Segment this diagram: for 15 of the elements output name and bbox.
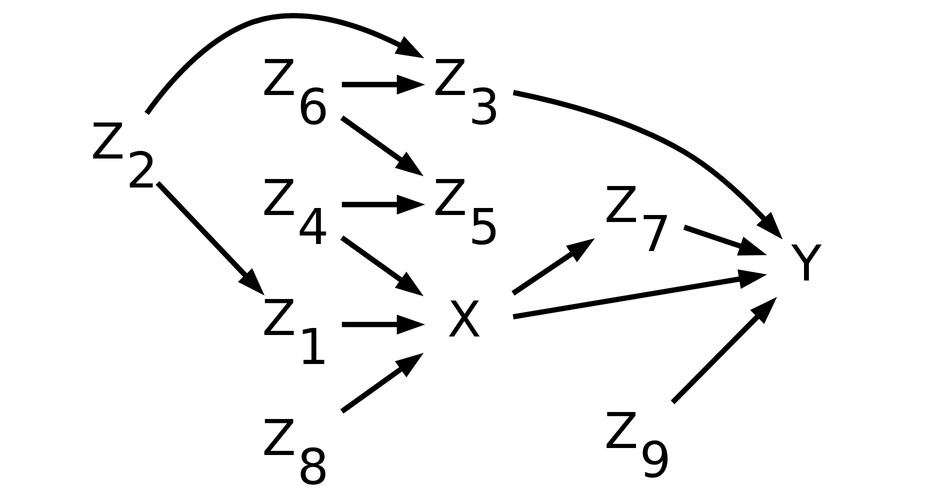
arrow	[512, 90, 782, 240]
arrow	[670, 296, 777, 404]
arrow	[340, 236, 424, 296]
node-text: X	[446, 290, 481, 349]
arrow	[511, 238, 594, 296]
arrow	[341, 194, 425, 214]
arrow	[155, 181, 264, 296]
arrow	[144, 13, 424, 115]
arrow	[341, 314, 425, 334]
arrow	[512, 269, 767, 320]
arrow	[341, 74, 425, 94]
arrow	[682, 224, 767, 256]
arrow	[340, 352, 424, 414]
arrow	[340, 116, 424, 176]
node-text: Y	[790, 234, 822, 292]
